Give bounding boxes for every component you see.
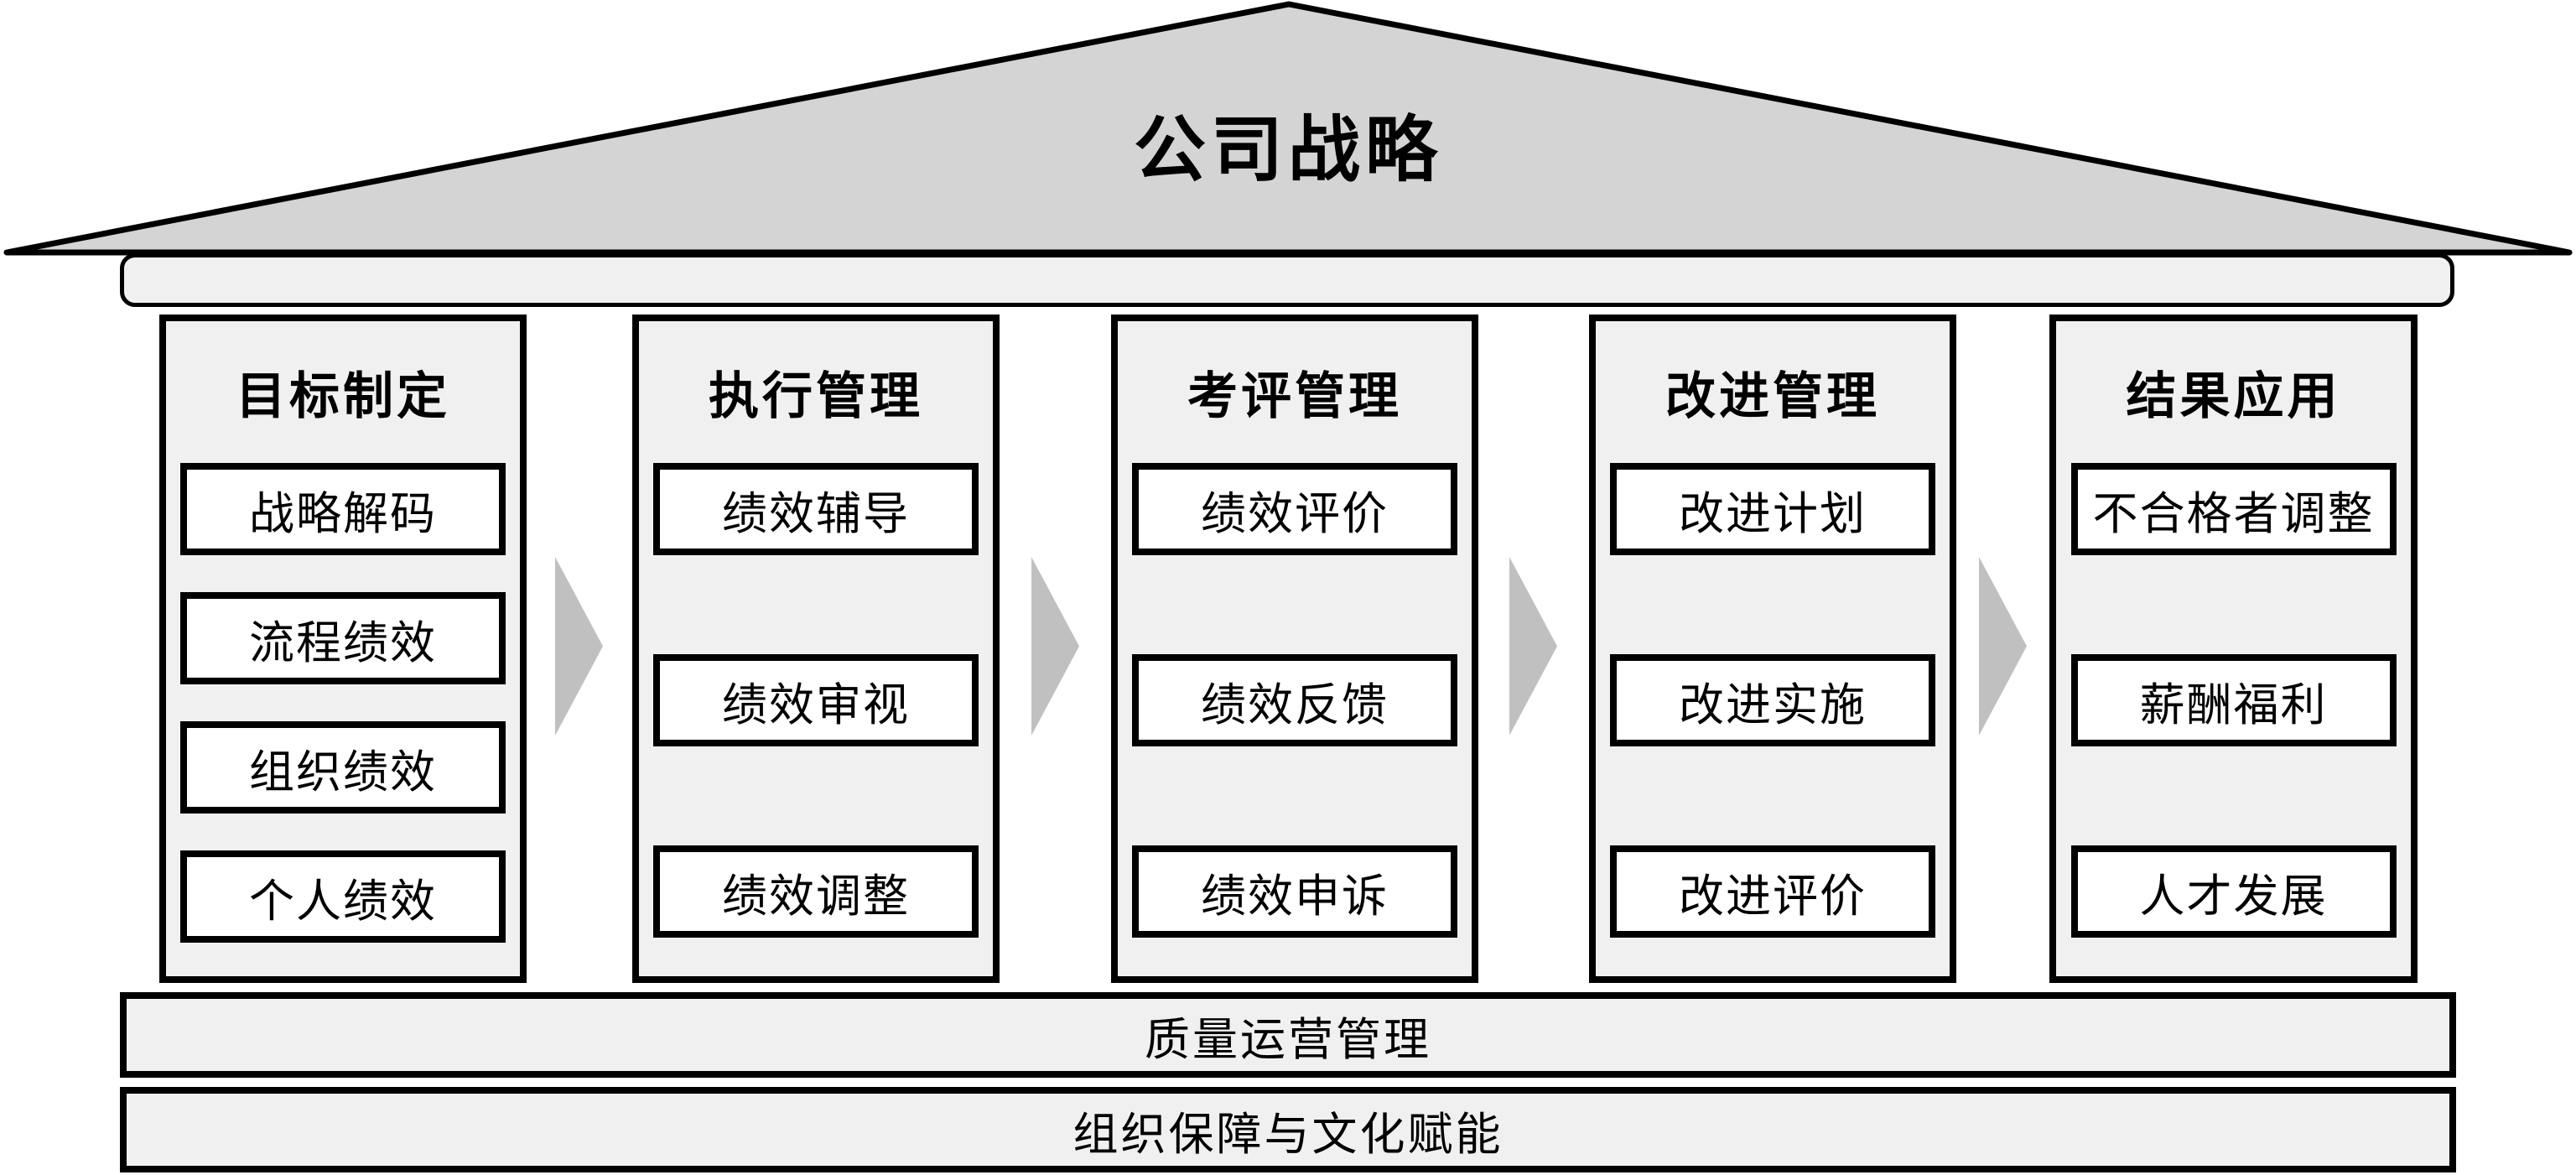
pillar-item: 薪酬福利 [2070, 654, 2397, 746]
pillar-header: 改进管理 [1665, 369, 1880, 424]
arrow-right-icon [555, 557, 603, 736]
pillar-item: 绩效评价 [1132, 463, 1457, 555]
pillar-items: 战略解码 流程绩效 组织绩效 个人绩效 [166, 463, 520, 943]
pillar-execution-management: 执行管理 绩效辅导 绩效审视 绩效调整 [632, 315, 1000, 983]
pillar-items: 改进计划 改进实施 改进评价 [1596, 463, 1950, 938]
pillar-result-application: 结果应用 不合格者调整 薪酬福利 人才发展 [2049, 315, 2418, 983]
pillar-header: 目标制定 [236, 369, 450, 424]
pillar-item: 改进实施 [1610, 654, 1935, 746]
arrow-right-icon [1979, 557, 2027, 736]
arrow-right-icon [1509, 557, 1557, 736]
pillar-item: 绩效审视 [653, 654, 979, 746]
pillar-improvement-management: 改进管理 改进计划 改进实施 改进评价 [1589, 315, 1956, 983]
pillar-evaluation-management: 考评管理 绩效评价 绩效反馈 绩效申诉 [1111, 315, 1478, 983]
pillar-header: 考评管理 [1187, 369, 1402, 424]
pillar-header: 执行管理 [709, 369, 923, 424]
pillar-item: 不合格者调整 [2070, 463, 2397, 555]
pillar-items: 绩效评价 绩效反馈 绩效申诉 [1118, 463, 1472, 938]
foundation-bar-org-culture: 组织保障与文化赋能 [120, 1087, 2456, 1172]
roof-title: 公司战略 [1134, 109, 1442, 190]
pillar-item: 绩效反馈 [1132, 654, 1457, 746]
pillar-item: 改进评价 [1610, 845, 1935, 938]
foundation-bar-quality-operations: 质量运营管理 [120, 992, 2456, 1078]
pillar-item: 绩效调整 [653, 845, 979, 938]
pillar-item: 流程绩效 [180, 592, 506, 684]
pillar-goal-setting: 目标制定 战略解码 流程绩效 组织绩效 个人绩效 [159, 315, 527, 983]
pillar-item: 绩效辅导 [653, 463, 979, 555]
pillar-item: 绩效申诉 [1132, 845, 1457, 938]
pillar-item: 组织绩效 [180, 721, 506, 814]
pillar-item: 改进计划 [1610, 463, 1935, 555]
pillar-header: 结果应用 [2126, 369, 2341, 424]
pillar-item: 个人绩效 [180, 850, 506, 943]
pillar-items: 绩效辅导 绩效审视 绩效调整 [639, 463, 993, 938]
pillar-items: 不合格者调整 薪酬福利 人才发展 [2056, 463, 2411, 938]
pillar-item: 战略解码 [180, 463, 506, 555]
arrow-right-icon [1031, 557, 1079, 736]
beam [120, 253, 2454, 307]
pillar-item: 人才发展 [2070, 845, 2397, 938]
